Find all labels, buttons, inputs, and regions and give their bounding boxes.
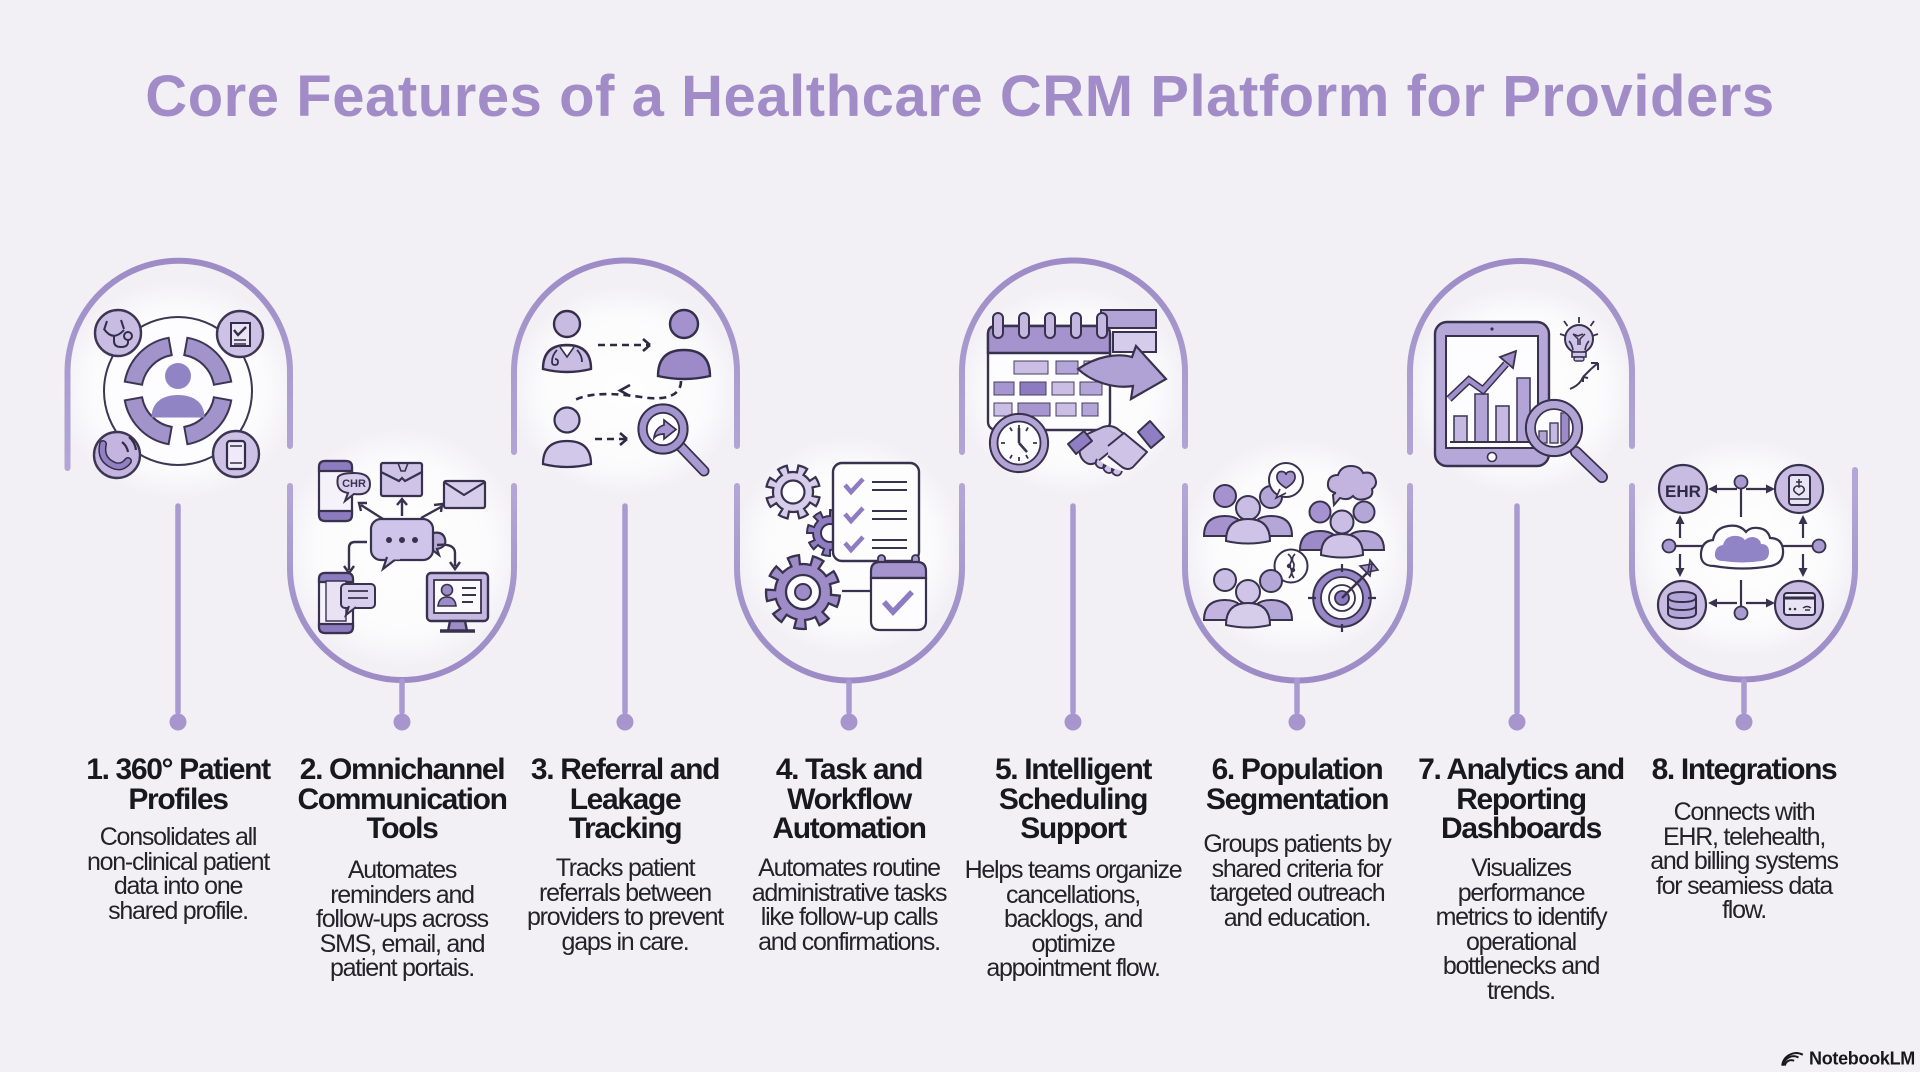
- svg-text:EHR: EHR: [1665, 482, 1701, 501]
- svg-text:CHR: CHR: [342, 478, 366, 490]
